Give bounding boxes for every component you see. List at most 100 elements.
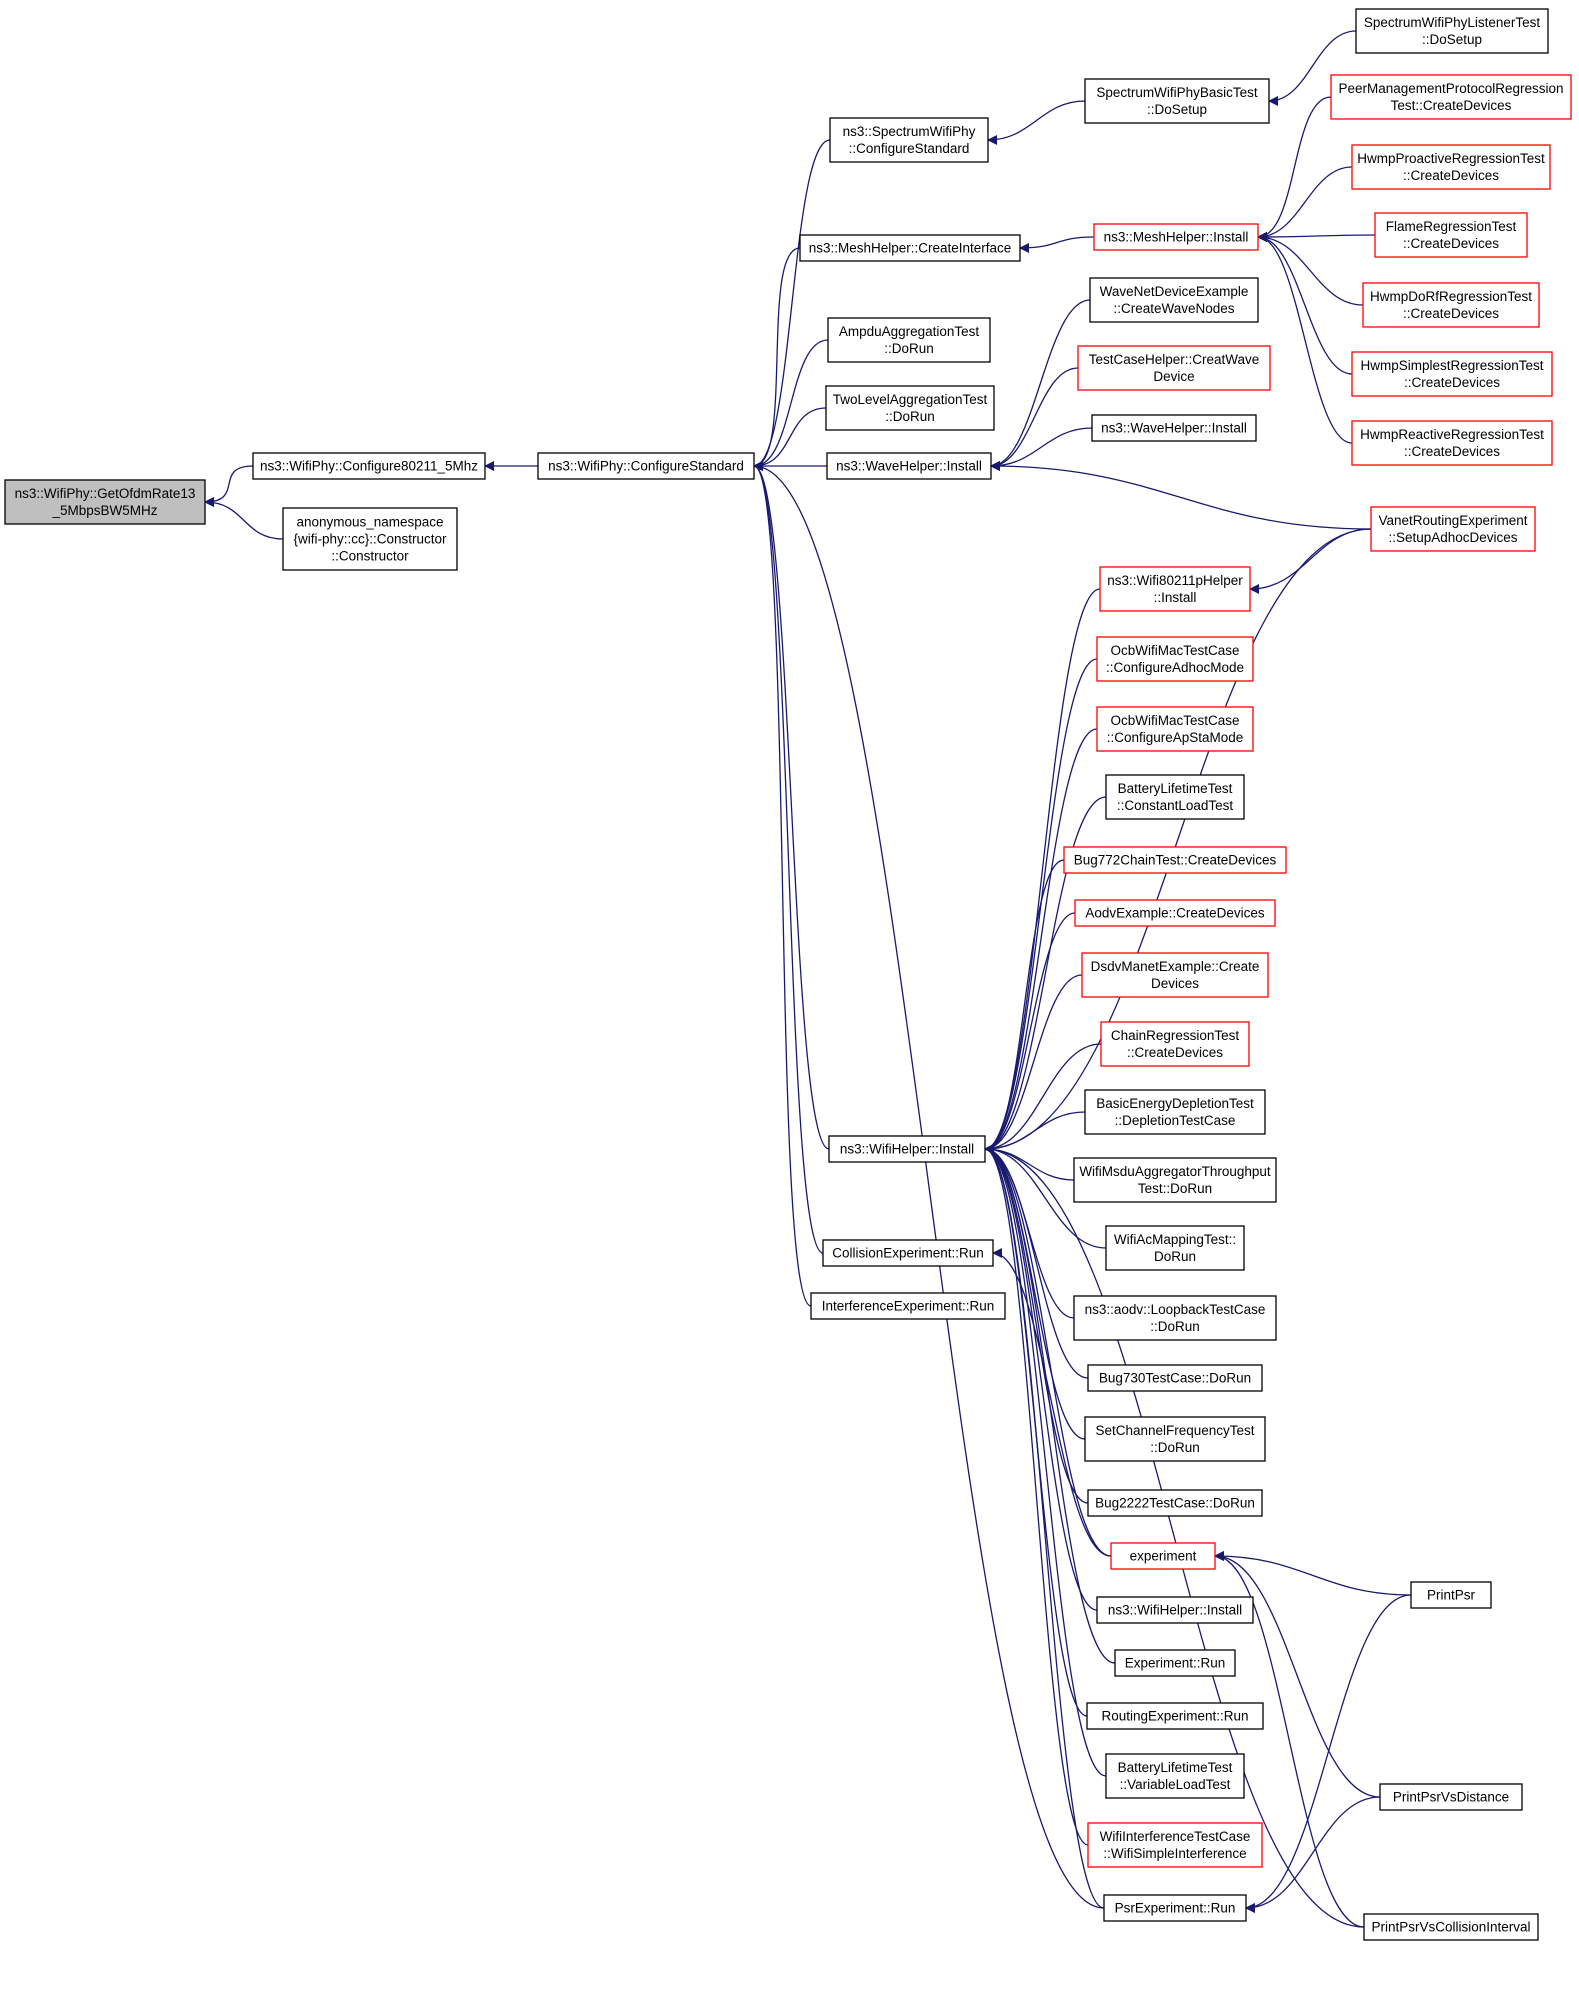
node-specListener[interactable]: SpectrumWifiPhyListenerTest::DoSetup	[1355, 8, 1549, 54]
node-bug2222[interactable]: Bug2222TestCase::DoRun	[1087, 1489, 1263, 1517]
node-w80211p[interactable]: ns3::Wifi80211pHelper::Install	[1099, 566, 1251, 612]
node-label: OcbWifiMacTestCase	[1110, 713, 1239, 728]
node-box	[1093, 223, 1259, 251]
node-hwmpSimp[interactable]: HwmpSimplestRegressionTest::CreateDevice…	[1351, 351, 1553, 397]
edge-hwmpDo-to-meshInst	[1257, 232, 1364, 306]
edge-printPsrColl-to-experiment	[1214, 1551, 1365, 1928]
node-hwmpDo[interactable]: HwmpDoRfRegressionTest::CreateDevices	[1362, 282, 1540, 328]
node-box	[822, 1239, 994, 1267]
node-psrExp[interactable]: PsrExperiment::Run	[1103, 1894, 1247, 1922]
node-waveNet[interactable]: WaveNetDeviceExample::CreateWaveNodes	[1089, 277, 1259, 323]
edge-bug772-to-wifiInst	[984, 859, 1065, 1154]
node-routingExp[interactable]: RoutingExperiment::Run	[1086, 1702, 1264, 1730]
node-box	[252, 452, 486, 480]
edge-vanet-to-wifiInst	[984, 528, 1372, 1154]
node-bug730[interactable]: Bug730TestCase::DoRun	[1087, 1364, 1263, 1392]
node-acMap[interactable]: WifiAcMappingTest::DoRun	[1105, 1225, 1245, 1271]
node-label: ::DoRun	[885, 409, 935, 424]
node-ocbAdhoc[interactable]: OcbWifiMacTestCase::ConfigureAdhocMode	[1096, 636, 1254, 682]
node-meshInst[interactable]: ns3::MeshHelper::Install	[1093, 223, 1259, 251]
node-box	[1351, 144, 1551, 190]
edge-twolevel-to-cfgStd	[753, 407, 827, 471]
node-battVar[interactable]: BatteryLifetimeTest::VariableLoadTest	[1105, 1753, 1245, 1799]
edge-ocbAp-to-wifiInst	[984, 728, 1098, 1154]
node-hwmpReac[interactable]: HwmpReactiveRegressionTest::CreateDevice…	[1351, 420, 1553, 466]
node-label: ns3::WaveHelper::Install	[836, 459, 982, 474]
node-box	[1351, 351, 1553, 397]
node-label: ns3::Wifi80211pHelper	[1107, 573, 1243, 588]
node-collision[interactable]: CollisionExperiment::Run	[822, 1239, 994, 1267]
edge-basicEnergy-to-wifiInst	[984, 1111, 1086, 1154]
node-box	[537, 452, 755, 480]
node-waveInst2[interactable]: ns3::WaveHelper::Install	[1091, 414, 1257, 442]
node-label: WifiMsduAggregatorThroughput	[1079, 1164, 1271, 1179]
node-label: PrintPsr	[1427, 1588, 1476, 1603]
node-box	[1103, 1894, 1247, 1922]
node-wifiInst2[interactable]: ns3::WifiHelper::Install	[1096, 1596, 1254, 1624]
node-label: Bug730TestCase::DoRun	[1099, 1371, 1251, 1386]
node-cfg5[interactable]: ns3::WifiPhy::Configure80211_5Mhz	[252, 452, 486, 480]
node-ocbAp[interactable]: OcbWifiMacTestCase::ConfigureApStaMode	[1096, 706, 1254, 752]
node-label: BasicEnergyDepletionTest	[1096, 1096, 1254, 1111]
node-label: ns3::aodv::LoopbackTestCase	[1085, 1302, 1266, 1317]
node-label: ::CreateDevices	[1404, 444, 1500, 459]
node-cfgStd[interactable]: ns3::WifiPhy::ConfigureStandard	[537, 452, 755, 480]
node-label: CollisionExperiment::Run	[832, 1246, 984, 1261]
node-label: HwmpDoRfRegressionTest	[1370, 289, 1532, 304]
edge-expRun-to-wifiInst	[984, 1144, 1116, 1664]
node-wifiInterf[interactable]: WifiInterferenceTestCase::WifiSimpleInte…	[1087, 1822, 1263, 1868]
node-chainReg[interactable]: ChainRegressionTest::CreateDevices	[1100, 1021, 1250, 1067]
node-interf[interactable]: InterferenceExperiment::Run	[810, 1292, 1006, 1320]
edge-meshCI-to-cfgStd	[753, 247, 801, 471]
node-label: ::DoRun	[1150, 1319, 1200, 1334]
node-printPsrDist[interactable]: PrintPsrVsDistance	[1379, 1783, 1523, 1811]
edge-wifiInst2-to-wifiInst	[984, 1144, 1098, 1611]
node-printPsr[interactable]: PrintPsr	[1410, 1581, 1492, 1609]
node-bug772[interactable]: Bug772ChainTest::CreateDevices	[1063, 846, 1287, 874]
edge-cfg5-to-root	[204, 465, 254, 507]
node-experiment[interactable]: experiment	[1110, 1542, 1216, 1570]
node-waveInst[interactable]: ns3::WaveHelper::Install	[826, 452, 992, 480]
node-box	[1084, 1416, 1266, 1462]
node-ampdu[interactable]: AmpduAggregationTest::DoRun	[827, 317, 991, 363]
node-label: ::CreateDevices	[1403, 168, 1499, 183]
node-label: PrintPsrVsDistance	[1393, 1790, 1509, 1805]
node-meshCI[interactable]: ns3::MeshHelper::CreateInterface	[799, 234, 1021, 262]
edge-specBasic-to-specCfg	[987, 100, 1086, 145]
node-dsdv[interactable]: DsdvManetExample::CreateDevices	[1081, 952, 1269, 998]
node-vanet[interactable]: VanetRoutingExperiment::SetupAdhocDevice…	[1370, 506, 1536, 552]
node-anon[interactable]: anonymous_namespace{wifi-phy::cc}::Const…	[282, 507, 458, 571]
node-label: HwmpReactiveRegressionTest	[1360, 427, 1544, 442]
node-printPsrColl[interactable]: PrintPsrVsCollisionInterval	[1363, 1913, 1539, 1941]
edge-anon-to-root	[204, 497, 284, 540]
node-specCfg[interactable]: ns3::SpectrumWifiPhy::ConfigureStandard	[829, 117, 989, 163]
node-specBasic[interactable]: SpectrumWifiPhyBasicTest::DoSetup	[1084, 78, 1270, 124]
node-aodvEx[interactable]: AodvExample::CreateDevices	[1074, 899, 1276, 927]
node-setChan[interactable]: SetChannelFrequencyTest::DoRun	[1084, 1416, 1266, 1462]
node-label: ::DoSetup	[1422, 32, 1482, 47]
node-box	[1105, 1225, 1245, 1271]
node-box	[1084, 1089, 1266, 1135]
node-box	[1077, 345, 1271, 391]
node-aodvLoop[interactable]: ns3::aodv::LoopbackTestCase::DoRun	[1073, 1295, 1277, 1341]
node-root[interactable]: ns3::WifiPhy::GetOfdmRate13_5MbpsBW5MHz	[4, 479, 206, 525]
node-box	[1087, 1489, 1263, 1517]
node-hwmpPro[interactable]: HwmpProactiveRegressionTest::CreateDevic…	[1351, 144, 1551, 190]
node-box	[1081, 952, 1269, 998]
node-label: WifiAcMappingTest::	[1114, 1232, 1236, 1247]
node-label: ::WifiSimpleInterference	[1103, 1846, 1246, 1861]
node-flame[interactable]: FlameRegressionTest::CreateDevices	[1374, 212, 1528, 258]
node-label: DoRun	[1154, 1249, 1196, 1264]
node-basicEnergy[interactable]: BasicEnergyDepletionTest::DepletionTestC…	[1084, 1089, 1266, 1135]
node-expRun[interactable]: Experiment::Run	[1114, 1649, 1236, 1677]
node-wifiInst[interactable]: ns3::WifiHelper::Install	[828, 1135, 986, 1163]
node-label: ns3::WifiPhy::Configure80211_5Mhz	[260, 459, 478, 474]
node-label: AmpduAggregationTest	[839, 324, 980, 339]
node-peer[interactable]: PeerManagementProtocolRegressionTest::Cr…	[1330, 74, 1572, 120]
node-twolevel[interactable]: TwoLevelAggregationTest::DoRun	[825, 385, 995, 431]
node-label: ns3::MeshHelper::CreateInterface	[809, 241, 1012, 256]
node-label: _5MbpsBW5MHz	[51, 503, 157, 518]
node-battConst[interactable]: BatteryLifetimeTest::ConstantLoadTest	[1105, 774, 1245, 820]
